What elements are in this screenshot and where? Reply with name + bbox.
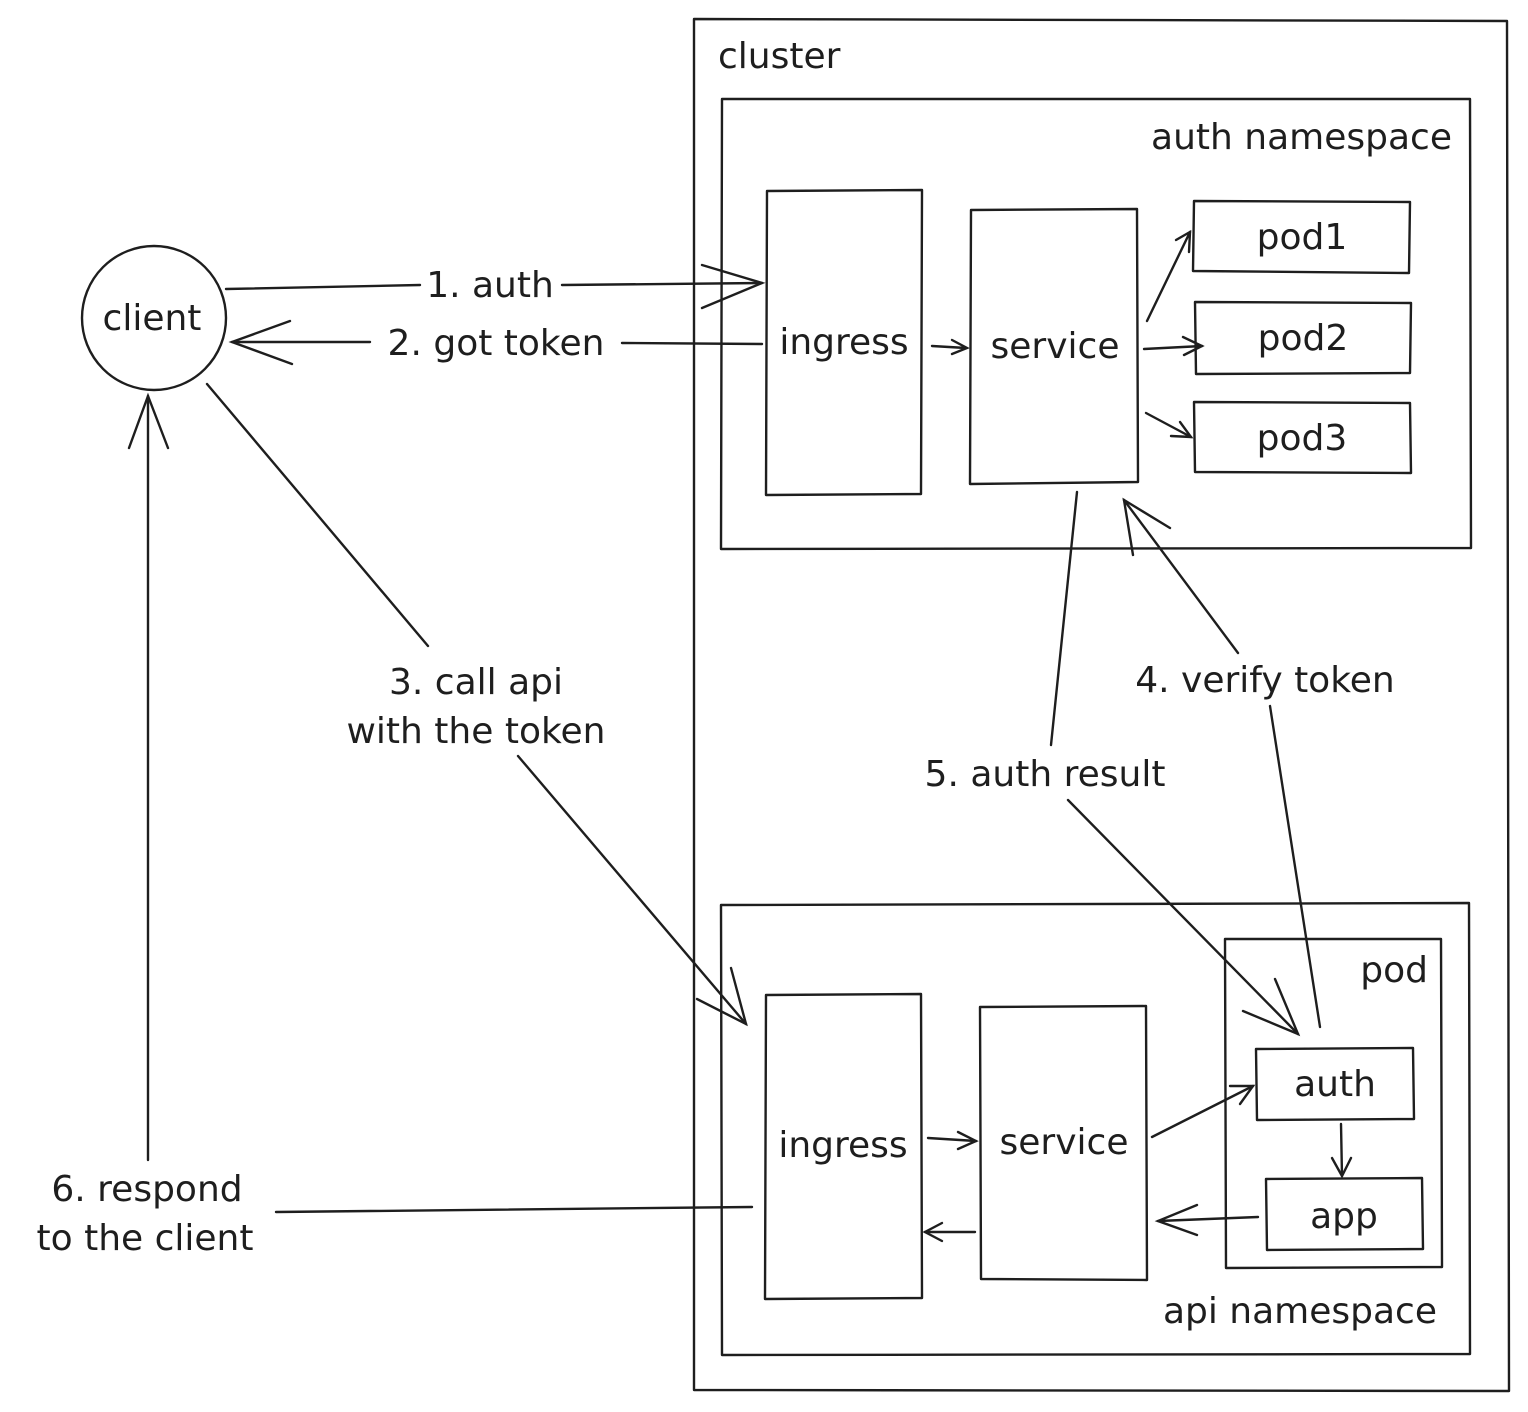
auth-ingress-to-service-arrow (930, 338, 970, 356)
cluster-container: cluster (692, 17, 1511, 1393)
api-namespace-label: api namespace (1163, 1291, 1437, 1332)
auth-service-to-pod1-arrow (1145, 229, 1192, 323)
api-namespace-container: api namespace (719, 901, 1472, 1357)
auth-service-to-pod3-arrow (1144, 411, 1194, 439)
client-node: client (80, 244, 228, 392)
pod-app-to-api-service-arrow (1154, 1203, 1260, 1237)
auth-namespace-container: auth namespace (719, 97, 1473, 551)
auth-ingress-node: ingress (764, 188, 924, 497)
edge-3-label-line2: with the token (346, 711, 605, 752)
pod-app-label: app (1310, 1196, 1378, 1237)
edge-5-label: 5. auth result (925, 754, 1166, 795)
pod1-label: pod1 (1257, 217, 1348, 258)
pod-container: pod (1223, 937, 1444, 1270)
edge-1-label: 1. auth (426, 265, 554, 306)
pod-label: pod (1360, 950, 1428, 991)
pod2-node: pod2 (1193, 300, 1413, 376)
pod2-label: pod2 (1258, 318, 1349, 359)
edge-6-label-line2: to the client (37, 1218, 254, 1259)
pod-app-node: app (1264, 1176, 1425, 1252)
pod-auth-to-app-arrow (1330, 1122, 1353, 1179)
edge-4-verify-token: 4. verify token (1122, 497, 1395, 1029)
api-ingress-to-service-arrow (926, 1130, 979, 1151)
api-ingress-label: ingress (778, 1125, 907, 1166)
edge-3-call-api: 3. call api with the token (205, 382, 748, 1027)
pod1-node: pod1 (1191, 199, 1412, 275)
auth-namespace-label: auth namespace (1151, 117, 1452, 158)
edge-2-label: 2. got token (388, 323, 605, 364)
pod-auth-node: auth (1254, 1046, 1416, 1122)
edge-2-got-token: 2. got token (228, 319, 764, 366)
api-service-node: service (978, 1004, 1149, 1282)
edge-1-auth: 1. auth (224, 263, 766, 310)
api-ingress-node: ingress (763, 992, 924, 1301)
auth-service-node: service (968, 207, 1140, 486)
auth-service-label: service (991, 326, 1120, 367)
edge-6-label-line1: 6. respond (51, 1169, 242, 1210)
edge-6-respond: 6. respond to the client (37, 392, 754, 1259)
api-service-to-pod-auth-arrow (1150, 1084, 1256, 1139)
client-label: client (103, 298, 202, 339)
pod-auth-label: auth (1294, 1064, 1376, 1105)
pod3-node: pod3 (1192, 400, 1413, 475)
api-service-to-ingress-arrow (922, 1221, 977, 1243)
api-service-label: service (1000, 1122, 1129, 1163)
pod3-label: pod3 (1257, 418, 1348, 459)
auth-service-to-pod2-arrow (1142, 335, 1205, 357)
cluster-label: cluster (718, 36, 841, 77)
edge-4-label: 4. verify token (1135, 660, 1395, 701)
auth-ingress-label: ingress (779, 322, 908, 363)
edge-5-auth-result: 5. auth result (925, 490, 1301, 1037)
edge-3-label-line1: 3. call api (389, 662, 563, 703)
